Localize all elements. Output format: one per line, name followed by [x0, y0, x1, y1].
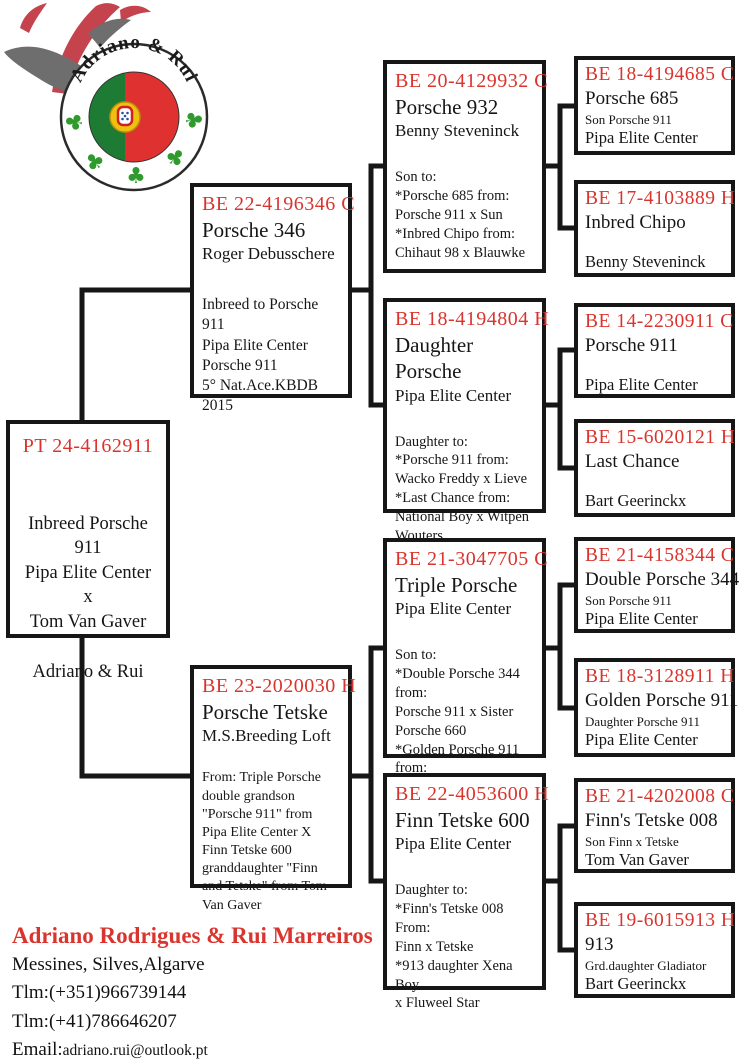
clover-icon: ♣ — [126, 164, 146, 189]
flag-emblem — [109, 101, 141, 133]
bird-lineage: Son Finn x Tetske — [585, 834, 679, 850]
bird-lineage — [585, 236, 724, 253]
great-grandparent-box: BE 17-4103889 H Inbred Chipo Benny Steve… — [574, 180, 735, 277]
bird-name: Porsche 911 — [585, 335, 678, 357]
great-grandparent-box: BE 19-6015913 H 913 Grd.daughter Gladiat… — [574, 902, 735, 998]
ring-number: BE 22-4053600 H — [395, 783, 550, 805]
bird-origin: Pipa Elite Center — [585, 609, 698, 629]
bird-origin: Pipa Elite Center — [395, 834, 512, 854]
dam-box: BE 23-2020030 H Porsche Tetske M.S.Breed… — [190, 665, 357, 913]
phone-line-1: Tlm:(+351)966739144 — [12, 982, 187, 1004]
bird-name: Porsche 685 — [585, 88, 679, 110]
contact-block: Adriano Rodrigues & Rui Marreiros Messin… — [12, 922, 432, 1060]
granddam-box: BE 18-4194804 H Daughter Porsche Pipa El… — [383, 298, 550, 544]
great-grandparent-box: BE 18-3128911 H Golden Porsche 911 Daugh… — [574, 658, 739, 757]
ring-number: BE 21-3047705 C — [395, 548, 549, 570]
ring-number: BE 19-6015913 H — [585, 910, 736, 931]
subject-parents-text: Inbreed Porsche 911 Pipa Elite Center x … — [24, 514, 152, 632]
phone-line-2: Tlm:(+41)786646207 — [12, 1010, 177, 1032]
granddam-box: BE 22-4053600 H Finn Tetske 600 Pipa Eli… — [383, 773, 550, 1011]
bird-name: Porsche 932 — [395, 95, 499, 119]
email-address: adriano.rui@outlook.pt — [62, 1042, 208, 1060]
bird-origin: Benny Steveninck — [395, 121, 520, 141]
great-grandparent-box: BE 14-2230911 C Porsche 911 Pipa Elite C… — [574, 303, 735, 398]
subject-owner: Adriano & Rui — [32, 662, 144, 683]
bird-origin: Benny Steveninck — [585, 252, 706, 272]
grandsire-box: BE 20-4129932 C Porsche 932 Benny Steven… — [383, 60, 549, 273]
email-label: Email: — [12, 1039, 63, 1060]
bird-lineage: Son Porsche 911 — [585, 112, 672, 128]
bird-details: From: Triple Porsche double grandson "Po… — [202, 770, 327, 913]
sire-box: BE 22-4196346 C Porsche 346 Roger Debuss… — [190, 183, 356, 414]
clover-icon: ♣ — [178, 108, 206, 132]
bird-origin: Bart Geerinckx — [585, 491, 687, 511]
bird-details: Inbreed to Porsche 911 Pipa Elite Center… — [202, 296, 319, 415]
bird-name: Triple Porsche — [395, 573, 518, 597]
ring-number: BE 20-4129932 C — [395, 70, 549, 92]
flag-border — [88, 71, 180, 163]
loft-logo: Adriano & Rui ♣ ♣ ♣ ♣ ♣ — [4, 3, 209, 192]
ring-number: BE 23-2020030 H — [202, 675, 357, 697]
ring-number: BE 21-4202008 C — [585, 786, 735, 807]
bird-name: Porsche Tetske — [202, 700, 328, 724]
bird-origin: Pipa Elite Center — [585, 375, 698, 395]
subject-bird-box: PT 24-4162911 Inbreed Porsche 911 Pipa E… — [6, 420, 170, 682]
bird-lineage — [585, 475, 724, 492]
bird-origin: Pipa Elite Center — [585, 730, 698, 750]
ring-number: BE 17-4103889 H — [585, 188, 736, 209]
bird-origin: Bart Geerinckx — [585, 974, 687, 994]
email-line: Email:adriano.rui@outlook.pt — [12, 1036, 432, 1060]
bird-name: Finn Tetske 600 — [395, 808, 530, 832]
ring-number: BE 18-4194685 C — [585, 64, 735, 85]
bird-lineage: Grd.daughter Gladiator — [585, 958, 707, 974]
grandsire-box: BE 21-3047705 C Triple Porsche Pipa Elit… — [383, 538, 549, 814]
bird-details: Son to: *Porsche 685 from: Porsche 911 x… — [395, 169, 526, 261]
loft-owners-title: Adriano Rodrigues & Rui Marreiros — [12, 923, 373, 948]
ring-number: BE 18-4194804 H — [395, 308, 550, 330]
bird-name: Porsche 346 — [202, 218, 306, 242]
ring-number: BE 21-4158344 C — [585, 545, 735, 566]
ring-number: BE 18-3128911 H — [585, 666, 735, 687]
ring-number: BE 22-4196346 C — [202, 193, 356, 215]
great-grandparent-box: BE 15-6020121 H Last Chance Bart Geerinc… — [574, 419, 735, 517]
bird-origin: Pipa Elite Center — [395, 385, 512, 405]
bird-name: Daughter Porsche — [395, 333, 474, 384]
bird-lineage: Daughter Porsche 911 — [585, 714, 701, 730]
great-grandparent-box: BE 18-4194685 C Porsche 685 Son Porsche … — [574, 56, 735, 155]
ring-number: PT 24-4162911 — [22, 435, 154, 457]
clover-icon: ♣ — [61, 110, 89, 134]
bird-lineage: Son Porsche 911 — [585, 593, 672, 609]
bird-name: Last Chance — [585, 451, 680, 473]
bird-details: Daughter to: *Finn's Tetske 008 From: Fi… — [395, 882, 513, 1012]
bird-name: Finn's Tetske 008 — [585, 810, 718, 832]
bird-name: 913 — [585, 934, 614, 956]
bird-origin: Roger Debusschere — [202, 244, 335, 264]
bird-lineage — [585, 359, 724, 376]
address-line: Messines, Silves,Algarve — [12, 953, 205, 975]
great-grandparent-box: BE 21-4158344 C Double Porsche 344 Son P… — [574, 537, 740, 633]
ring-number: BE 14-2230911 C — [585, 311, 734, 332]
bird-name: Golden Porsche 911 — [585, 690, 739, 712]
ring-number: BE 15-6020121 H — [585, 427, 736, 448]
bird-details: Daughter to: *Porsche 911 from: Wacko Fr… — [395, 433, 530, 544]
great-grandparent-box: BE 21-4202008 C Finn's Tetske 008 Son Fi… — [574, 778, 735, 873]
bird-name: Double Porsche 344 — [585, 569, 740, 591]
bird-name: Inbred Chipo — [585, 212, 686, 234]
bird-origin: Pipa Elite Center — [585, 128, 698, 148]
bird-origin: Tom Van Gaver — [585, 850, 689, 870]
bird-origin: M.S.Breeding Loft — [202, 726, 331, 746]
bird-origin: Pipa Elite Center — [395, 599, 512, 619]
